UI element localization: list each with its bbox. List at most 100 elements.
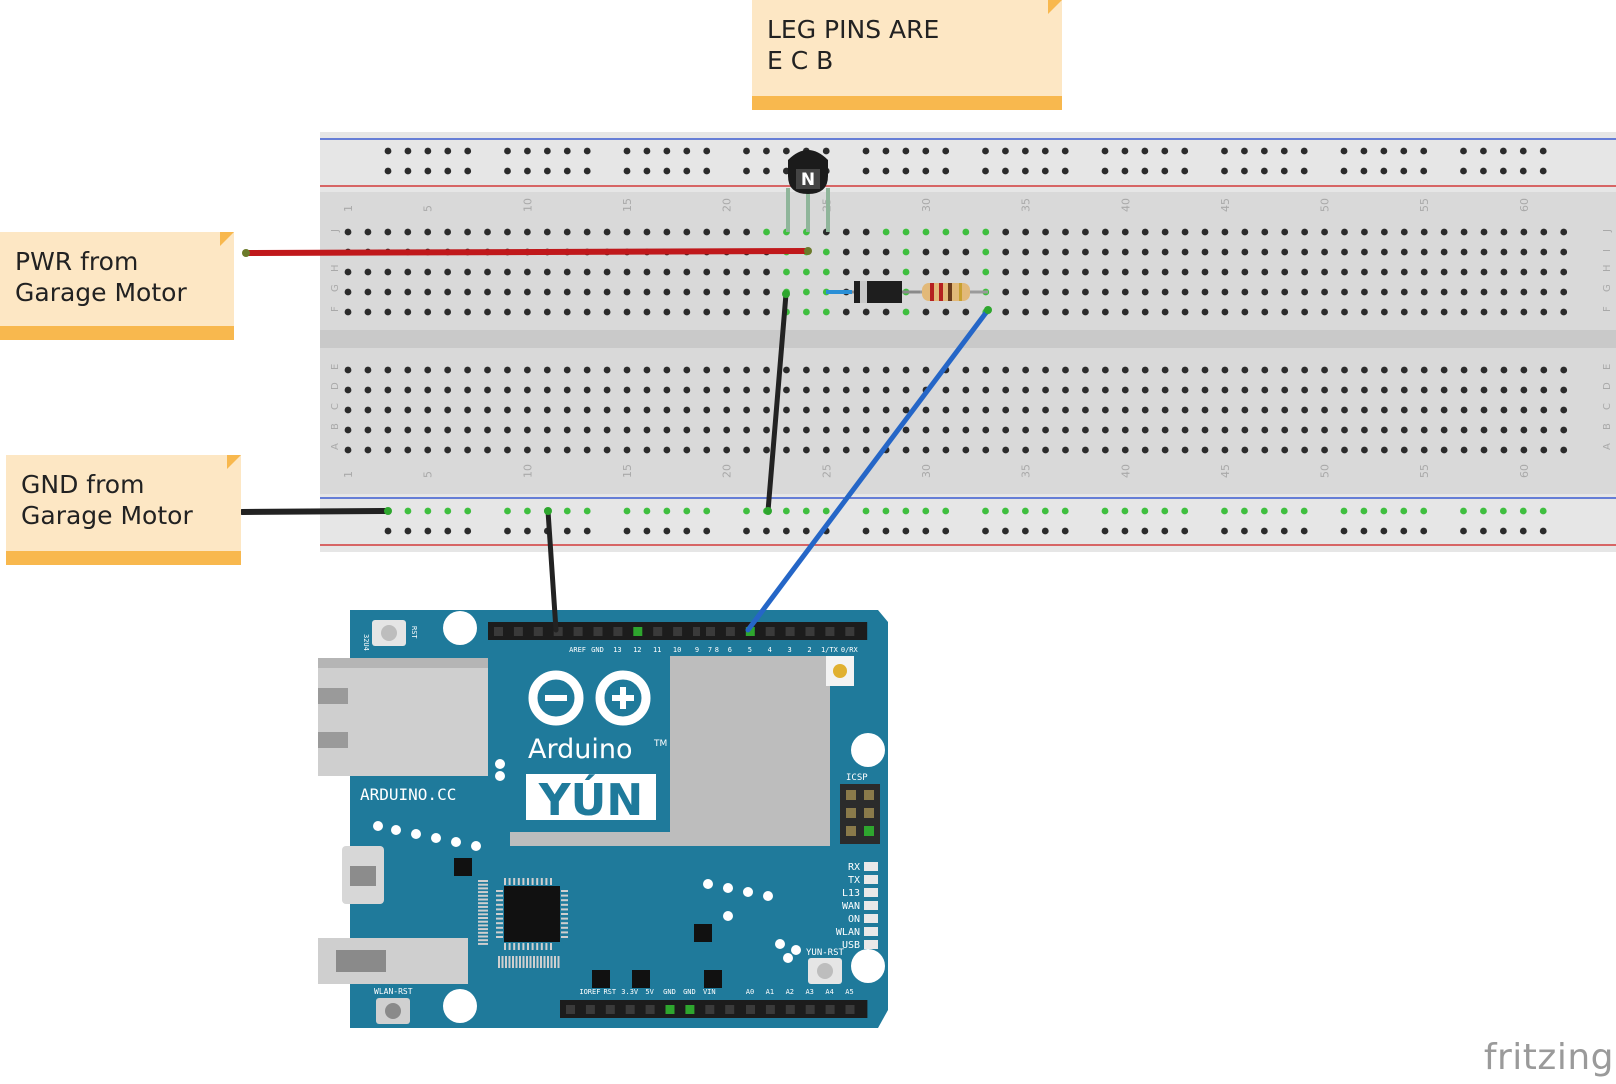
- breadboard-hole: [1281, 308, 1289, 316]
- breadboard-hole: [1241, 308, 1249, 316]
- rail-hole: [563, 147, 571, 155]
- rail-hole: [1002, 527, 1009, 535]
- rail-hole: [1460, 527, 1467, 535]
- led-label: WAN: [842, 901, 860, 912]
- breadboard-hole: [1460, 426, 1468, 434]
- breadboard-hole: [384, 406, 392, 414]
- regulator-3: [704, 970, 722, 988]
- rail-hole: [1420, 167, 1428, 175]
- breadboard-hole: [802, 446, 810, 454]
- rail-hole: [384, 527, 392, 535]
- rail-hole: [1061, 527, 1069, 535]
- breadboard-hole: [643, 288, 651, 296]
- chip-pin: [561, 926, 568, 929]
- breadboard-hole: [842, 228, 850, 236]
- resistor: [920, 283, 988, 301]
- breadboard-hole: [1161, 288, 1169, 296]
- breadboard-hole: [1420, 406, 1428, 414]
- breadboard-hole: [444, 446, 452, 454]
- breadboard-hole: [663, 366, 671, 374]
- rail-hole: [1380, 167, 1388, 175]
- breadboard-hole: [683, 228, 691, 236]
- breadboard-hole: [1161, 248, 1169, 256]
- breadboard-hole: [1201, 268, 1209, 276]
- breadboard-hole: [1460, 366, 1468, 374]
- breadboard-hole: [743, 288, 750, 296]
- chip-pin: [561, 899, 568, 902]
- rail-hole: [1181, 167, 1189, 175]
- breadboard-hole: [1082, 288, 1089, 296]
- breadboard-hole: [1560, 446, 1568, 454]
- breadboard-hole: [1022, 386, 1030, 394]
- breadboard-hole: [743, 406, 750, 414]
- breadboard-hole: [623, 268, 631, 276]
- pin-label: A4: [825, 988, 833, 996]
- breadboard-hole: [464, 386, 471, 394]
- rail-hole: [543, 147, 551, 155]
- header-pin: [693, 627, 702, 636]
- breadboard-hole: [1540, 248, 1548, 256]
- wires: [239, 247, 992, 633]
- breadboard-hole: [1241, 446, 1249, 454]
- breadboard-hole: [1002, 406, 1010, 414]
- breadboard-hole: [1341, 406, 1348, 414]
- chip-pin: [496, 936, 503, 938]
- rail-hole: [663, 507, 671, 515]
- breadboard-hole: [1380, 248, 1388, 256]
- rail-hole: [1061, 147, 1069, 155]
- wire-red-end-1: [242, 249, 250, 257]
- breadboard-hole: [1540, 308, 1548, 316]
- pin-label: 7: [708, 646, 712, 654]
- chip-pin: [496, 917, 503, 920]
- breadboard-hole: [902, 228, 910, 236]
- rail-hole: [1121, 147, 1129, 155]
- breadboard-hole: [384, 446, 392, 454]
- rail-hole: [862, 167, 870, 175]
- pin-label: A3: [805, 988, 813, 996]
- breadboard-hole: [703, 366, 711, 374]
- chip-pin: [561, 913, 568, 915]
- logo-tm: TM: [653, 739, 667, 749]
- logo-word: Arduino: [528, 734, 632, 765]
- rail-hole: [1041, 507, 1049, 515]
- rail-hole: [1002, 147, 1009, 155]
- chip-pin: [561, 894, 568, 897]
- wire-black-arduino-gnd: [545, 508, 559, 633]
- transistor: N: [786, 150, 830, 232]
- breadboard-hole: [922, 366, 930, 374]
- silk-dot: [723, 911, 733, 921]
- pin-label: 10: [673, 646, 681, 654]
- wire-blue-top: [984, 306, 992, 314]
- breadboard-hole: [1181, 308, 1189, 316]
- row-label: F: [1602, 306, 1613, 312]
- breadboard-hole: [444, 308, 452, 316]
- breadboard-hole: [1341, 288, 1348, 296]
- chip-pin: [536, 943, 539, 950]
- breadboard-hole: [1261, 446, 1269, 454]
- breadboard-hole: [543, 366, 551, 374]
- small-chip: [694, 924, 712, 942]
- chip-pin: [550, 878, 552, 885]
- led-icon: [864, 862, 878, 871]
- silk-dot: [783, 953, 793, 963]
- breadboard-hole: [1062, 248, 1069, 256]
- column-label: 40: [1119, 464, 1132, 478]
- connector-pin: [478, 894, 488, 897]
- connector-pin: [543, 956, 546, 968]
- breadboard-hole: [444, 426, 452, 434]
- breadboard-hole: [643, 308, 651, 316]
- rail-hole: [743, 507, 750, 515]
- connector-pin: [540, 956, 542, 968]
- chip-pin: [496, 931, 503, 934]
- header-pin: [585, 1005, 595, 1014]
- pin-label: GND: [591, 646, 604, 654]
- column-label: 1: [342, 205, 355, 212]
- breadboard-hole: [344, 426, 352, 434]
- connector-pin: [515, 956, 518, 968]
- breadboard-hole: [1141, 288, 1149, 296]
- breadboard-hole: [663, 386, 671, 394]
- rail-hole: [822, 147, 830, 155]
- yun-plate: [526, 774, 656, 820]
- breadboard-hole: [1181, 248, 1189, 256]
- wire-black-emitter-bottom: [764, 507, 772, 515]
